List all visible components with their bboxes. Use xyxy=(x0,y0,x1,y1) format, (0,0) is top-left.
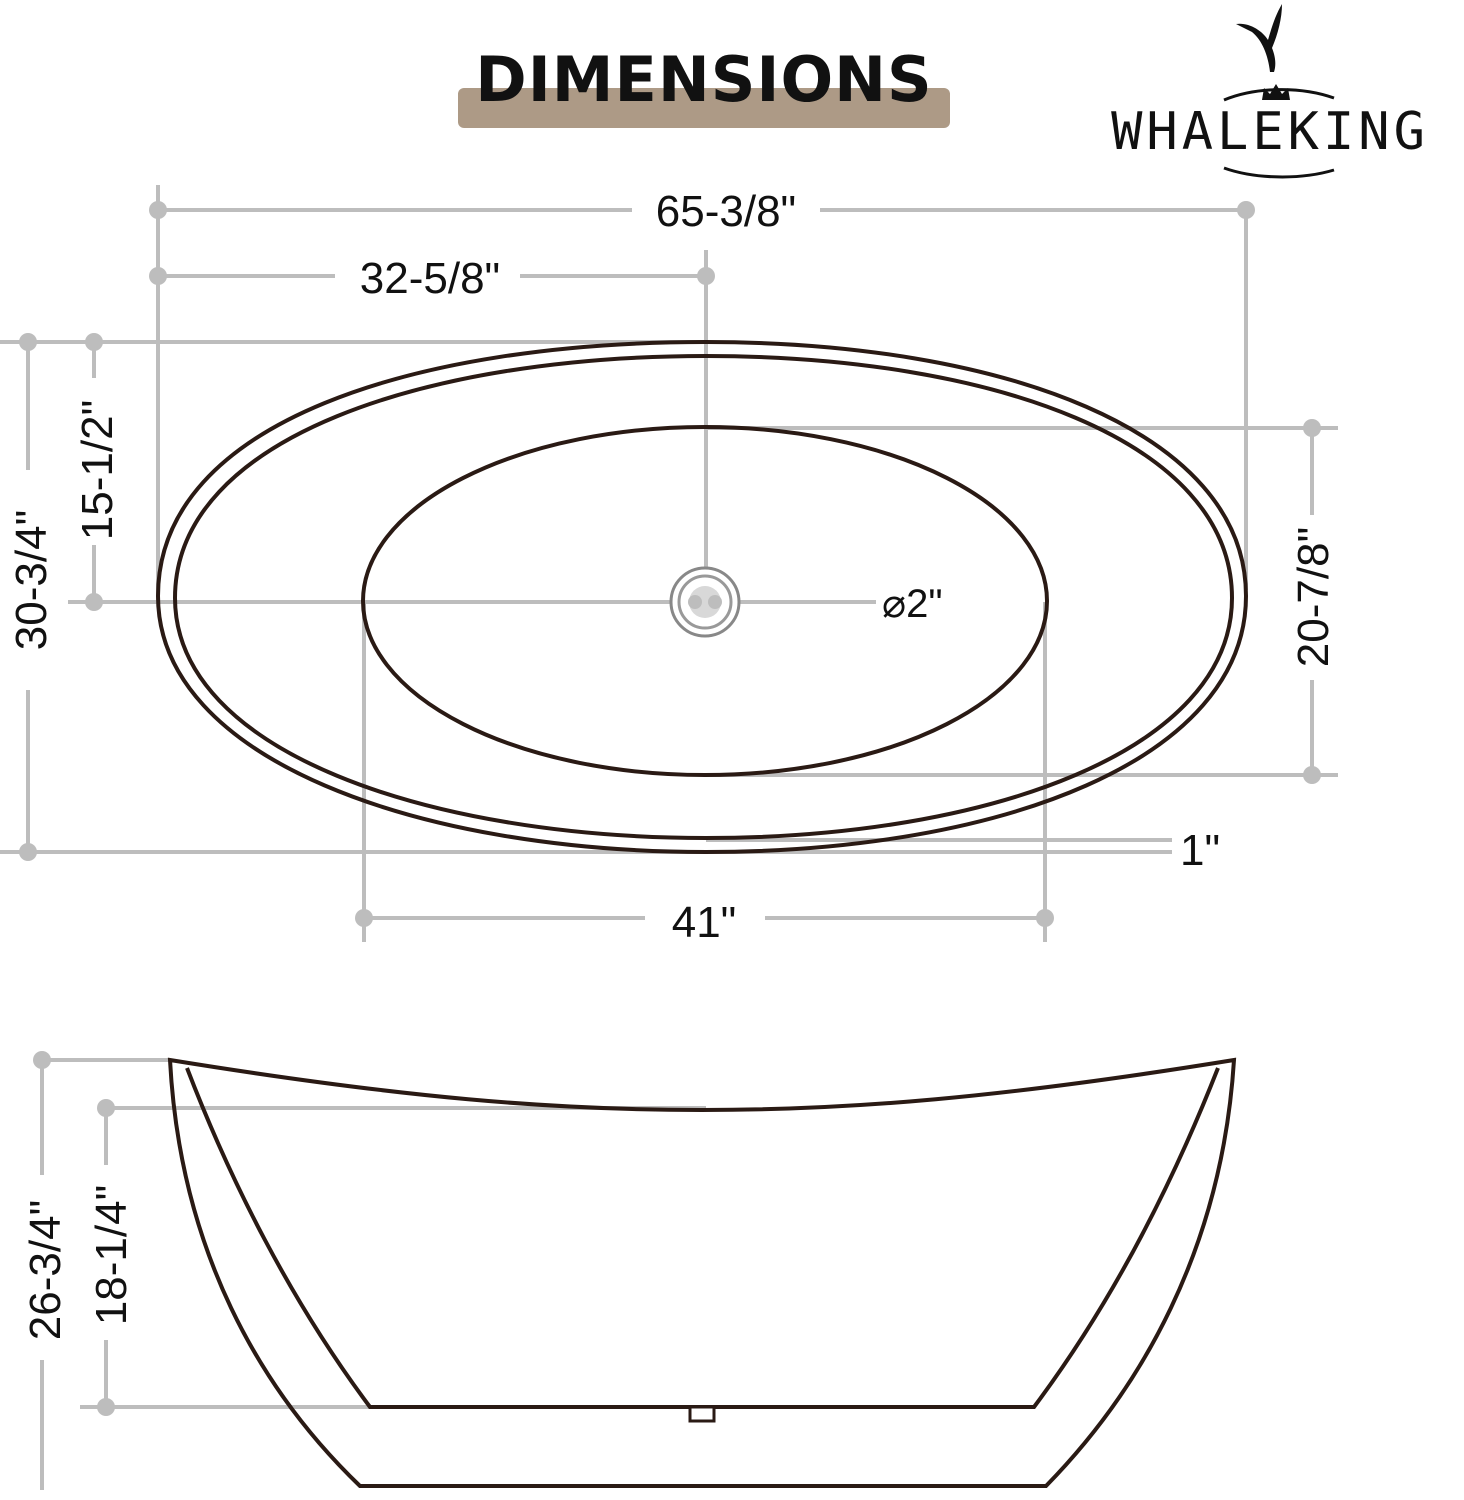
label-overall-width: 30-3/4" xyxy=(7,510,56,650)
label-total-height: 26-3/4" xyxy=(21,1200,70,1340)
page-title: DIMENSIONS xyxy=(475,43,933,116)
label-drain-diameter: ⌀2" xyxy=(882,582,943,626)
top-view-dimension-lines xyxy=(0,185,1338,942)
tub-side-view xyxy=(167,1057,1237,1488)
drain-icon xyxy=(669,566,741,638)
label-rim-thickness: 1" xyxy=(1180,826,1220,875)
tub-top-view xyxy=(155,339,1249,855)
brand-logo: WHALEKING xyxy=(1111,102,1429,162)
label-drain-offset: 32-5/8" xyxy=(360,254,500,303)
label-inner-length: 41" xyxy=(672,898,737,947)
label-inner-width: 20-7/8" xyxy=(1289,527,1338,667)
title-underline-bar xyxy=(458,88,950,128)
label-overall-length: 65-3/8" xyxy=(656,187,796,236)
dimension-labels: 65-3/8" 32-5/8" ⌀2" 1" 41" 30-3/4" 15-1/… xyxy=(7,187,1338,1340)
whale-tail-logo-icon xyxy=(1223,4,1335,179)
label-inner-depth: 18-1/4" xyxy=(87,1185,136,1325)
label-half-width: 15-1/2" xyxy=(73,400,122,540)
